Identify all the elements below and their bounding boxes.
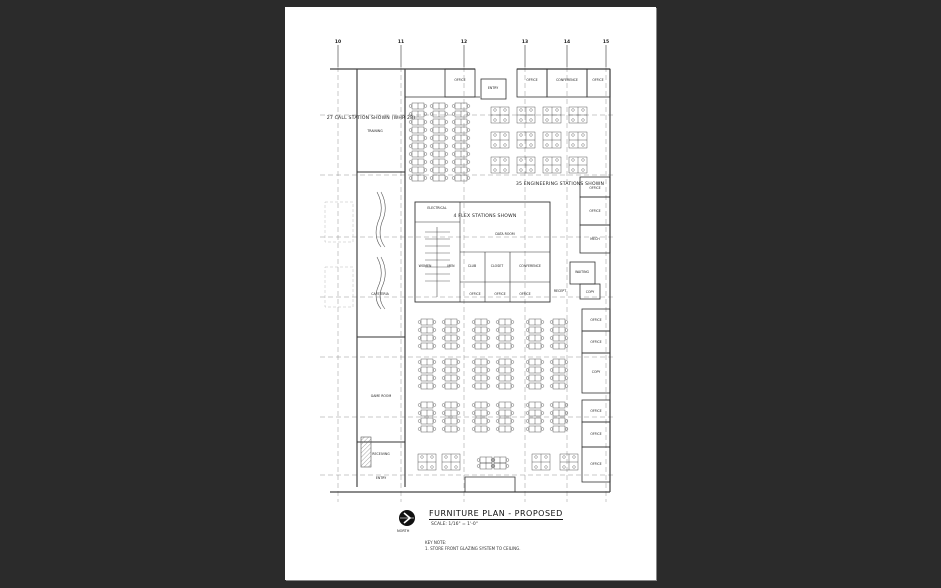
room-conference-n: CONFERENCE (556, 78, 578, 82)
room-office-c2: OFFICE (494, 292, 505, 296)
room-waiting: WAITING (575, 270, 589, 274)
grid-label-14: 14 (564, 39, 570, 45)
grid-label-10: 10 (335, 39, 341, 45)
room-office-e4: OFFICE (590, 340, 601, 344)
north-arrow-icon (399, 510, 415, 526)
room-entry-n: ENTRY (488, 86, 498, 90)
room-office-n2: OFFICE (526, 78, 537, 82)
room-recept: RECEPT (554, 289, 566, 293)
room-office-e5: OFFICE (590, 409, 601, 413)
grid-label-13: 13 (522, 39, 528, 45)
room-office-e6: OFFICE (590, 432, 601, 436)
room-office-e2: OFFICE (589, 209, 600, 213)
north-label: NORTH (397, 529, 410, 533)
floor-plan-drawing: 10 11 12 13 14 15 27 CALL STATION SHOWN … (320, 39, 615, 502)
title-block: NORTH FURNITURE PLAN - PROPOSED SCALE: 1… (395, 503, 645, 573)
key-note-1: 1. STORE FRONT GLAZING SYSTEM TO CEILING… (425, 546, 521, 551)
room-conference-core: CONFERENCE (519, 264, 541, 268)
room-data-room: DATA ROOM (495, 232, 514, 236)
call-stations-note: 27 CALL STATION SHOWN (WHR 28) (327, 115, 416, 121)
grid-label-11: 11 (398, 39, 404, 45)
room-training: TRAINING (366, 129, 383, 133)
room-office-n3: OFFICE (592, 78, 603, 82)
room-electrical: ELECTRICAL (427, 206, 447, 210)
drawing-sheet: 10 11 12 13 14 15 27 CALL STATION SHOWN … (285, 7, 656, 580)
room-mech: MECH (590, 237, 600, 241)
room-men: MEN (447, 264, 455, 268)
grid-label-12: 12 (461, 39, 467, 45)
room-copy: COPY (586, 290, 595, 294)
room-closet: CLOSET (491, 264, 503, 268)
room-game-room: GAME ROOM (371, 394, 392, 398)
room-office-e1: OFFICE (589, 186, 600, 190)
room-office-n1: OFFICE (454, 78, 465, 82)
flex-stations-note: 4 FLEX STATIONS SHOWN (454, 213, 517, 219)
room-cafeteria: CAFETERIA (371, 292, 389, 296)
room-office-c3: OFFICE (519, 292, 530, 296)
drawing-scale: SCALE: 1/16" = 1'-0" (431, 522, 478, 527)
room-office-e7: OFFICE (590, 462, 601, 466)
room-women: WOMEN (419, 264, 432, 268)
drawing-title: FURNITURE PLAN - PROPOSED (429, 509, 563, 520)
grid-label-15: 15 (603, 39, 609, 45)
room-office-c1: OFFICE (469, 292, 480, 296)
key-note-heading: KEY NOTE: (425, 540, 447, 545)
engineering-stations-note: 35 ENGINEERING STATIONS SHOWN (516, 181, 604, 187)
room-entry-sw: ENTRY (376, 476, 386, 480)
room-receiving: RECEIVING (372, 452, 390, 456)
room-copy-e: COPY (592, 370, 601, 374)
room-office-e3: OFFICE (590, 318, 601, 322)
room-club: CLUB (468, 264, 476, 268)
